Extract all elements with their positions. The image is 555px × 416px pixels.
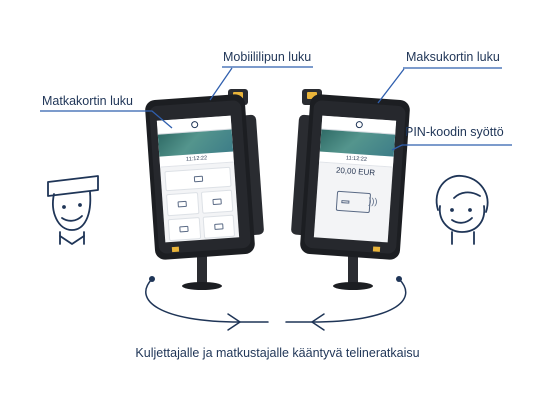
rotation-arrows-icon [145, 276, 407, 331]
callout-mobile-ticket-pointer [209, 67, 233, 101]
label-travel-card-reading: Matkakortin luku [42, 94, 134, 108]
label-payment-card-reading: Maksukortin luku [406, 50, 500, 64]
label-pin-entry: PIN-koodin syöttö [405, 125, 504, 139]
callout-pin-entry-pointer [391, 144, 403, 151]
passenger-person-icon [435, 175, 489, 245]
callout-payment-card-pointer [377, 68, 405, 104]
driver-person-icon [47, 175, 99, 245]
caption: Kuljettajalle ja matkustajalle kääntyvä … [135, 346, 420, 360]
callout-travel-card [40, 110, 173, 129]
label-mobile-ticket-reading: Mobiililipun luku [223, 50, 312, 64]
